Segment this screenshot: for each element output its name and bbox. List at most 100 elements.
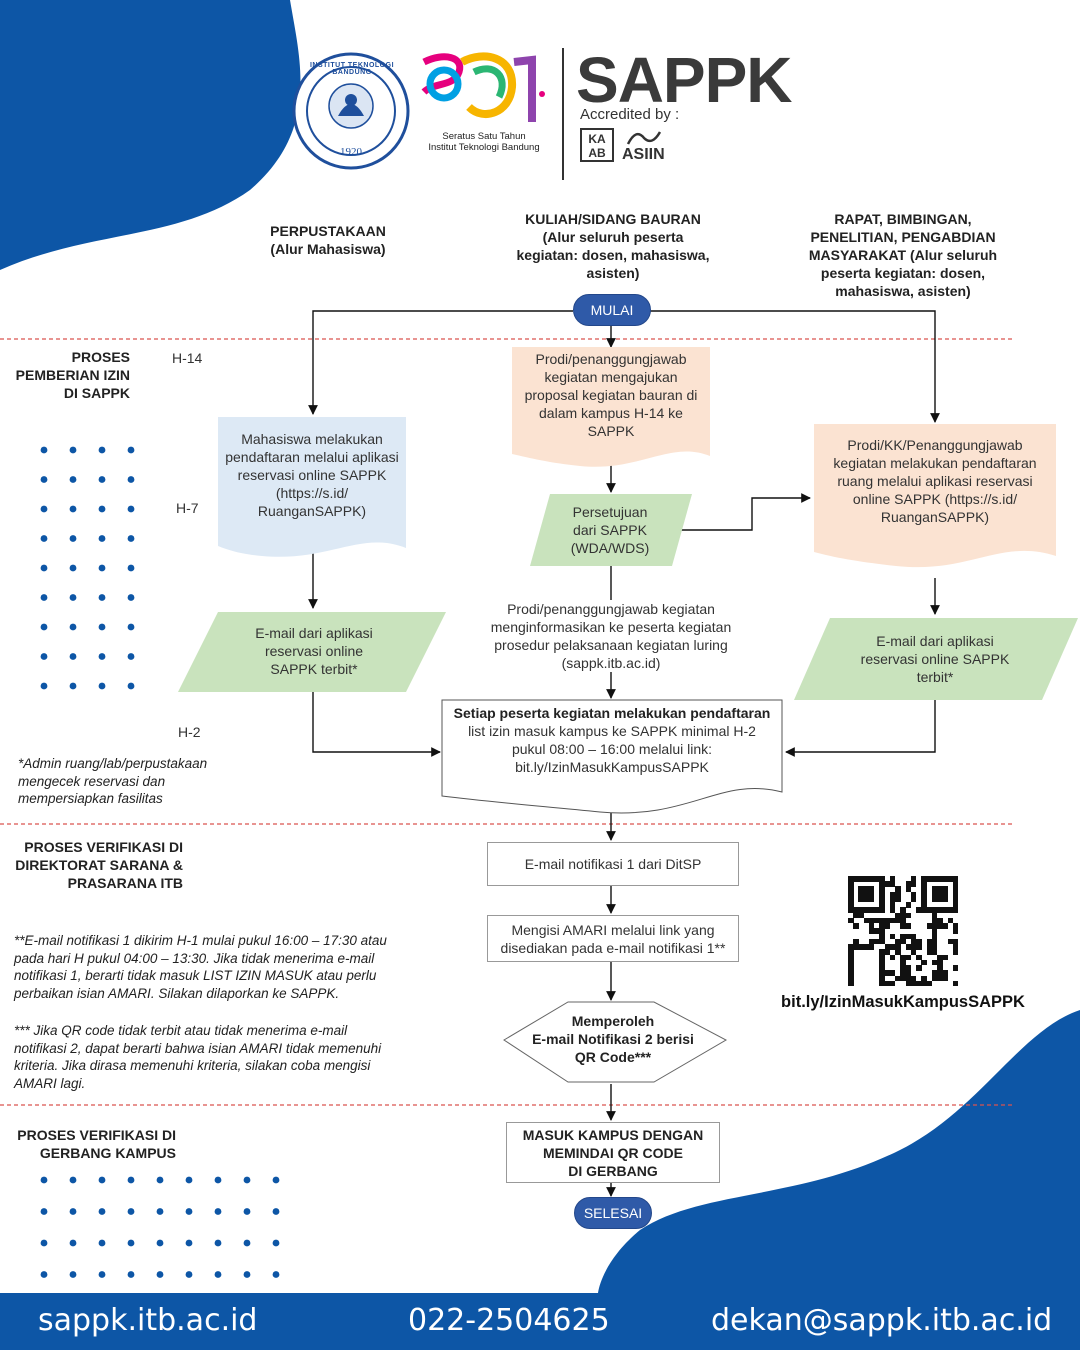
decor-dot <box>156 1271 164 1278</box>
qr-module <box>905 923 912 929</box>
node-line: ruang melalui aplikasi reservasi <box>837 473 1033 489</box>
qr-module <box>848 980 854 987</box>
qr-module <box>863 891 870 898</box>
qr-module <box>931 886 938 892</box>
qr-module <box>910 980 917 987</box>
accredited-label: Accredited by : <box>580 106 680 123</box>
col-mid-line: asisten) <box>586 265 640 281</box>
qr-module <box>952 928 959 934</box>
decor-dot <box>127 1176 135 1184</box>
qr-module <box>879 970 885 976</box>
footer-bar <box>0 1293 1080 1350</box>
footer-phone[interactable]: 022-2504625 <box>408 1303 610 1338</box>
qr-module <box>900 933 906 940</box>
itb-logo-text: INSTITUT TEKNOLOGI BANDUNG <box>309 62 395 76</box>
note-line: kriteria. Jika dirasa memenuhi kriteria,… <box>14 1058 371 1073</box>
qr-module <box>879 980 885 987</box>
qr-module <box>895 891 901 898</box>
qr-module <box>868 896 875 903</box>
qr-module <box>848 881 854 887</box>
bottom-right-blob <box>598 1010 1080 1293</box>
qr-module <box>889 881 896 887</box>
decor-dot <box>272 1208 280 1215</box>
node-line: terbit* <box>916 669 954 685</box>
decor-dot <box>272 1239 280 1247</box>
qr-module <box>910 891 917 898</box>
sappk-brand: SAPPK <box>576 44 792 116</box>
decor-dot <box>40 1176 48 1184</box>
qr-module <box>931 891 938 898</box>
qr-module <box>931 876 938 882</box>
right-email-shape <box>794 618 1078 700</box>
qr-module <box>952 938 959 945</box>
approval-text: Persetujuan dari SAPPK (WDA/WDS) <box>540 503 680 557</box>
node-line: SAPPK terbit* <box>270 661 358 677</box>
section-line: PROSES <box>71 349 130 365</box>
qr-module <box>905 912 912 919</box>
qr-module <box>921 902 927 908</box>
qr-link[interactable]: bit.ly/IzinMasukKampusSAPPK <box>781 993 1025 1011</box>
qr-module <box>947 938 954 945</box>
col-left-line: PERPUSTAKAAN <box>270 223 386 239</box>
decor-dot <box>40 535 48 542</box>
qr-module <box>937 965 943 971</box>
qr-module <box>858 912 864 919</box>
qr-module <box>895 944 901 950</box>
decor-dot <box>69 476 77 483</box>
decor-dot <box>243 1176 251 1184</box>
qr-module <box>879 949 885 955</box>
qr-module <box>900 965 906 971</box>
qr-module <box>900 907 906 913</box>
node-line: list izin masuk kampus ke SAPPK minimal … <box>468 723 756 739</box>
node-line: E-mail dari aplikasi <box>255 625 373 641</box>
qr-module <box>863 886 870 892</box>
qr-module <box>942 923 948 929</box>
qr-module <box>879 923 885 929</box>
qr-module <box>848 891 854 898</box>
qr-module <box>916 954 922 961</box>
decor-dot <box>69 564 77 572</box>
footer-email[interactable]: dekan@sappk.itb.ac.id <box>711 1303 1053 1338</box>
qr-module <box>858 896 864 903</box>
node-line: disediakan pada e-mail notifikasi 1** <box>500 939 726 956</box>
node-line: (https://s.id/ <box>275 485 349 501</box>
connectors <box>308 310 940 1197</box>
qr-module <box>910 975 917 982</box>
qr-module <box>947 876 954 882</box>
qr-module <box>884 917 891 924</box>
qr-module <box>937 954 943 961</box>
register-doc-shape <box>441 699 783 814</box>
qr-module <box>879 907 885 913</box>
qr-module <box>921 980 927 987</box>
decor-dot <box>98 1271 106 1278</box>
qr-module <box>952 902 959 908</box>
qr-module <box>863 896 870 903</box>
qr-module <box>858 876 864 882</box>
decor-dot <box>40 1239 48 1247</box>
qr-module <box>900 975 906 982</box>
decor-dot <box>185 1176 193 1184</box>
qr-module <box>931 944 938 950</box>
qr-module <box>879 928 885 934</box>
decor-dot <box>127 1239 135 1247</box>
qr-module <box>942 891 948 898</box>
qr-module <box>937 907 943 913</box>
decor-dot <box>40 505 48 513</box>
qr-module <box>942 954 948 961</box>
register-title: Setiap peserta kegiatan melakukan pendaf… <box>453 705 771 721</box>
qr-module <box>884 881 891 887</box>
node-line: QR Code*** <box>574 1049 652 1065</box>
qr-module <box>952 944 959 950</box>
left-doc-shape <box>218 417 406 557</box>
qr-module <box>947 917 954 924</box>
qr-code[interactable] <box>848 876 959 987</box>
footer-website[interactable]: sappk.itb.ac.id <box>38 1303 258 1338</box>
qr-module <box>853 944 859 950</box>
node-line: menginformasikan ke peserta kegiatan <box>490 619 732 635</box>
decor-dot <box>127 446 135 454</box>
qr-module <box>926 944 933 950</box>
decor-dot <box>69 594 77 601</box>
qr-module <box>879 886 885 892</box>
qr-module <box>863 907 870 913</box>
decor-dot <box>40 594 48 601</box>
